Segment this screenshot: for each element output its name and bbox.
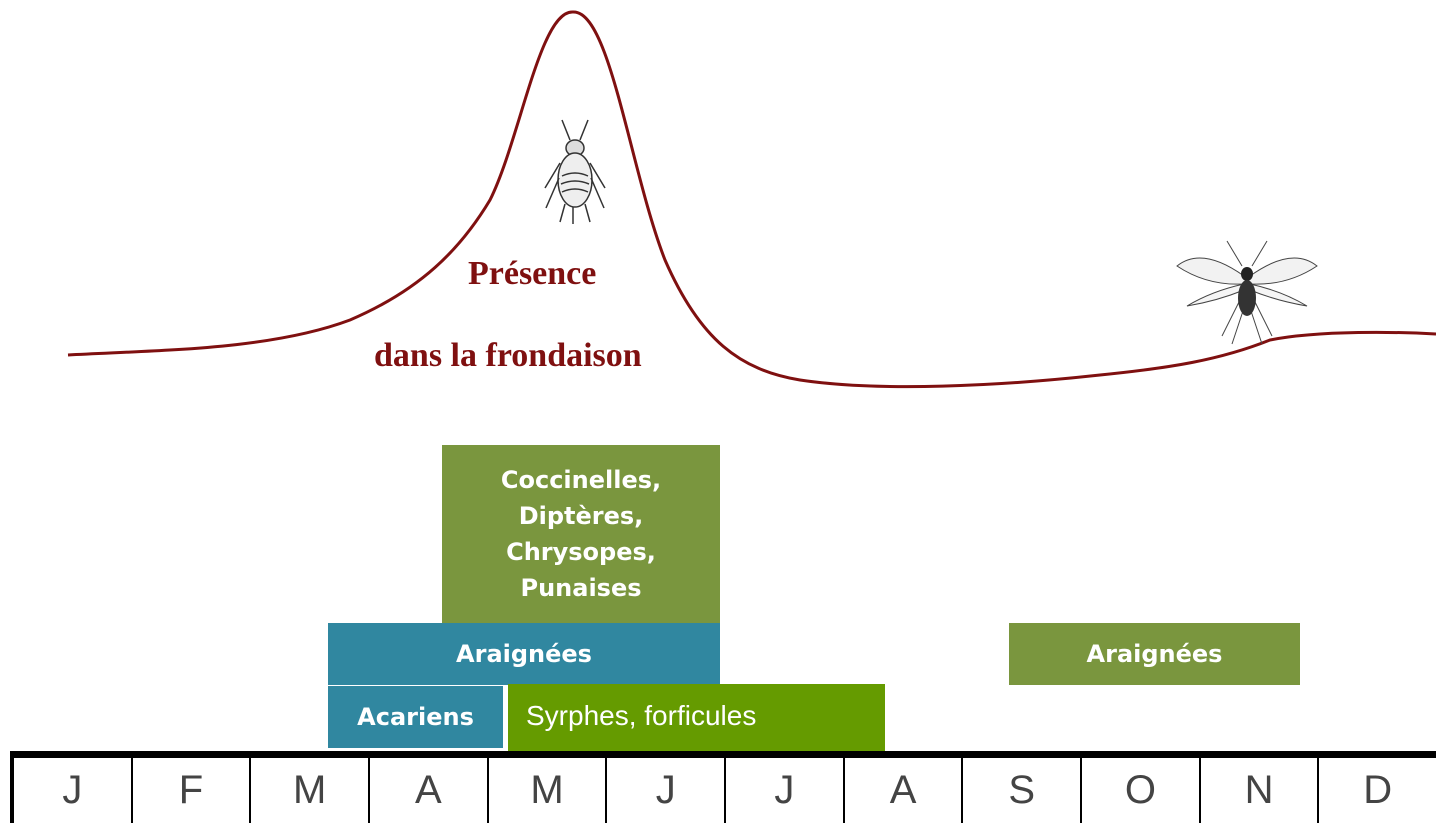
predator-line: Punaises [520, 574, 642, 602]
aphid-winged-icon [1176, 240, 1318, 345]
month-cell: J [724, 758, 843, 823]
month-cell: S [961, 758, 1080, 823]
month-cell: O [1080, 758, 1199, 823]
month-cell: A [842, 758, 962, 823]
box-syrphes-label: Syrphes, forficules [526, 700, 757, 731]
month-cell: F [130, 758, 250, 823]
box-acariens: Acariens [328, 686, 503, 748]
predator-line: Chrysopes, [506, 538, 656, 566]
month-cell: M [249, 758, 368, 823]
predator-line: Diptères, [518, 502, 644, 530]
box-araignees-autumn-label: Araignées [1086, 640, 1223, 668]
month-timeline: J F M A M J J A S O N D [10, 751, 1436, 823]
aphid-wingless-icon [544, 119, 606, 224]
month-cell: J [10, 758, 131, 823]
month-cell: M [486, 758, 606, 823]
box-araignees-autumn: Araignées [1009, 623, 1300, 685]
curve-label-line1: Présence [468, 255, 597, 292]
presence-curve-line [67, 10, 1436, 389]
month-cell: J [605, 758, 724, 823]
month-cell: D [1317, 758, 1436, 823]
box-araignees-spring-label: Araignées [456, 640, 592, 668]
predator-line: Coccinelles, [500, 466, 662, 494]
month-cell: A [368, 758, 487, 823]
box-syrphes: Syrphes, forficules [508, 684, 885, 756]
box-acariens-label: Acariens [357, 703, 474, 731]
presence-curve [67, 10, 1436, 389]
box-araignees-spring: Araignées [328, 623, 720, 685]
curve-label-line2: dans la frondaison [374, 337, 642, 374]
month-cell: N [1198, 758, 1318, 823]
box-coccinelles: Coccinelles, Diptères, Chrysopes, Punais… [442, 445, 720, 623]
